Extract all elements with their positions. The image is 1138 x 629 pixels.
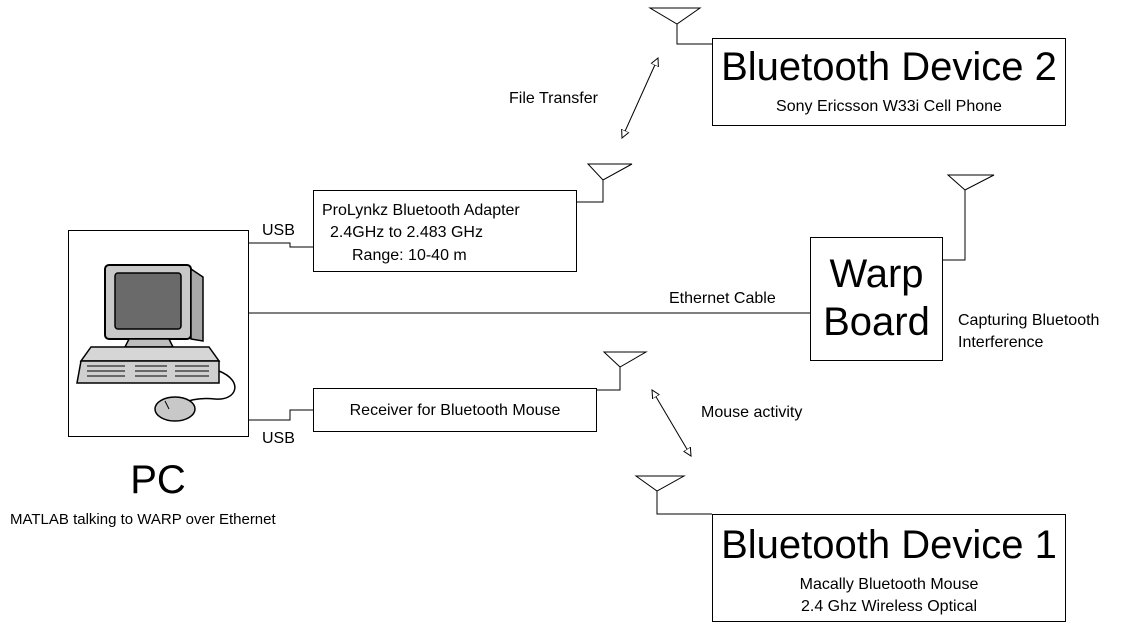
device1-antenna-mast xyxy=(657,491,712,514)
file-transfer-arrow xyxy=(622,58,658,138)
ethernet-label: Ethernet Cable xyxy=(669,289,776,308)
device1-subtitle-line2: 2.4 Ghz Wireless Optical xyxy=(713,597,1065,616)
warp-note-line1: Capturing Bluetooth xyxy=(958,311,1099,330)
adapter-antenna-icon xyxy=(588,164,632,180)
usb-label-adapter: USB xyxy=(262,221,295,240)
mouse-activity-arrow xyxy=(652,390,691,456)
warp-antenna-mast xyxy=(942,190,965,260)
pc-subtitle: MATLAB talking to WARP over Ethernet xyxy=(10,511,276,529)
pc-box xyxy=(68,230,249,437)
adapter-range: Range: 10-40 m xyxy=(352,246,467,265)
device1-title: Bluetooth Device 1 xyxy=(713,523,1065,567)
usb-line-adapter xyxy=(248,243,313,247)
device2-antenna-icon xyxy=(650,8,700,24)
warp-note-line2: Interference xyxy=(958,333,1043,352)
warp-label: Warp xyxy=(811,252,942,296)
device1-subtitle-line1: Macally Bluetooth Mouse xyxy=(713,575,1065,594)
board-label: Board xyxy=(811,300,942,344)
usb-line-receiver xyxy=(248,410,313,420)
mouse-activity-label: Mouse activity xyxy=(701,403,802,422)
receiver-label: Receiver for Bluetooth Mouse xyxy=(314,401,596,420)
bluetooth-adapter-box: ProLynkz Bluetooth Adapter 2.4GHz to 2.4… xyxy=(313,190,577,272)
device2-antenna-mast xyxy=(677,24,712,44)
file-transfer-label: File Transfer xyxy=(509,89,598,108)
pc-title: PC xyxy=(108,458,208,502)
warp-board-box: Warp Board xyxy=(810,237,943,361)
adapter-antenna-mast xyxy=(576,180,603,202)
adapter-name: ProLynkz Bluetooth Adapter xyxy=(322,201,520,220)
device2-subtitle: Sony Ericsson W33i Cell Phone xyxy=(713,97,1065,116)
usb-label-receiver: USB xyxy=(262,429,295,448)
computer-icon xyxy=(69,231,250,438)
bluetooth-device-1-box: Bluetooth Device 1 Macally Bluetooth Mou… xyxy=(712,514,1066,622)
receiver-antenna-icon xyxy=(604,352,646,367)
bluetooth-device-2-box: Bluetooth Device 2 Sony Ericsson W33i Ce… xyxy=(712,38,1066,126)
device1-antenna-icon xyxy=(636,476,684,491)
adapter-frequency: 2.4GHz to 2.483 GHz xyxy=(330,223,483,242)
receiver-antenna-mast xyxy=(596,367,620,390)
mouse-receiver-box: Receiver for Bluetooth Mouse xyxy=(313,388,597,432)
warp-antenna-icon xyxy=(948,175,994,190)
device2-title: Bluetooth Device 2 xyxy=(713,45,1065,89)
